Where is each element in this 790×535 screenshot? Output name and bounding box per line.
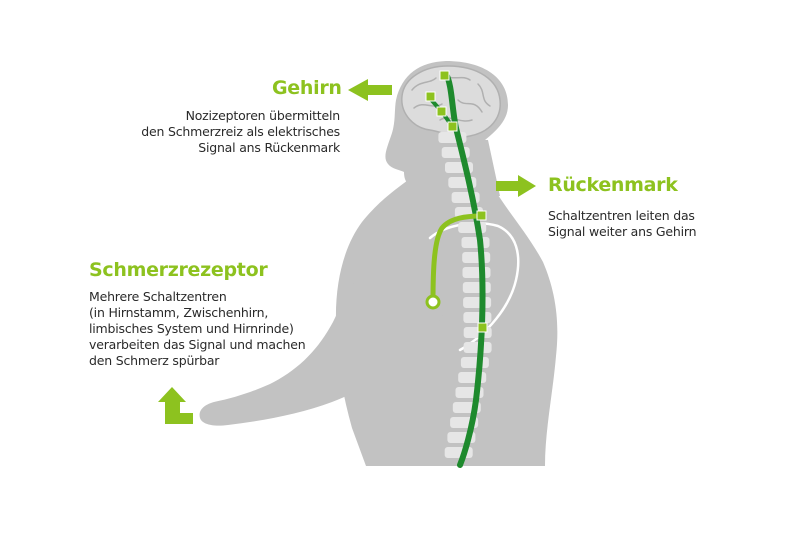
brain-label-line: den Schmerzreiz als elektrisches: [141, 124, 340, 139]
vertebra: [458, 372, 487, 383]
arm-silhouette: [199, 232, 457, 426]
receptor-label-line: (in Hirnstamm, Zwischenhirn,: [89, 305, 269, 320]
vertebra: [458, 222, 487, 233]
receptor-dot: [425, 294, 441, 310]
spinal-cord-label-text: Schaltzentren leiten das Signal weiter a…: [548, 208, 697, 240]
relay-node: [476, 210, 487, 221]
spinal-cord-label-line: Signal weiter ans Gehirn: [548, 224, 697, 239]
relay-node: [447, 121, 458, 132]
brain-label-line: Nozizeptoren übermitteln: [185, 108, 341, 123]
relay-node: [436, 106, 447, 117]
relay-node: [439, 70, 450, 81]
receptor-label-line: verarbeiten das Signal und machen: [89, 337, 306, 352]
vertebra: [462, 282, 491, 293]
arrow-left-icon: [348, 79, 392, 101]
arrow-up-corner-icon: [158, 387, 193, 424]
receptor-label-line: Mehrere Schaltzentren: [89, 289, 227, 304]
vertebra: [463, 312, 492, 323]
brain-label-title: Gehirn: [272, 77, 342, 99]
receptor-label-title: Schmerzrezeptor: [89, 259, 268, 281]
vertebra: [463, 297, 492, 308]
relay-node: [477, 322, 488, 333]
arrow-right-icon: [496, 175, 536, 197]
nerve-pathway: [425, 70, 488, 468]
relay-node: [425, 91, 436, 102]
receptor-label-text: Mehrere Schaltzentren (in Hirnstamm, Zwi…: [89, 289, 306, 369]
vertebra: [463, 342, 492, 353]
spinal-cord-label-title: Rückenmark: [548, 174, 678, 196]
receptor-label-line: limbisches System und Hirnrinde): [89, 321, 294, 336]
vertebra: [461, 237, 490, 248]
vertebra: [462, 252, 491, 263]
spinal-cord-label-line: Schaltzentren leiten das: [548, 208, 695, 223]
vertebra: [460, 357, 489, 368]
brain-label-text: Nozizeptoren übermitteln den Schmerzreiz…: [141, 108, 340, 156]
receptor-label-line: den Schmerz spürbar: [89, 353, 220, 368]
brain-label-line: Signal ans Rückenmark: [198, 140, 340, 155]
vertebra: [462, 267, 491, 278]
